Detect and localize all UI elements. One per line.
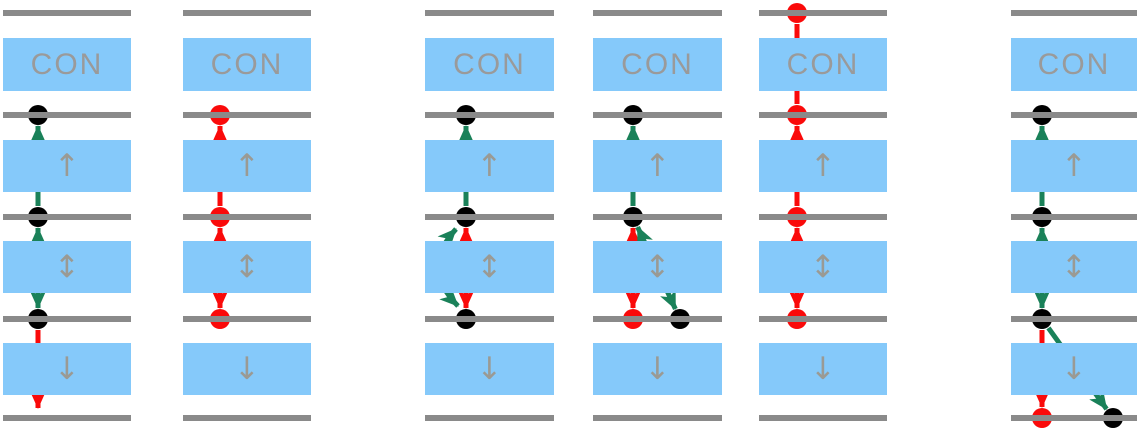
col2-spin-up-glyph: ↑ — [234, 147, 260, 184]
col3-spin-down-box: ↓ — [425, 343, 554, 395]
col4-spin-up-box: ↑ — [593, 140, 722, 192]
col5-level-rail-2 — [759, 214, 887, 220]
col5-spin-up-box: ↑ — [759, 140, 887, 192]
col2-spin-up-box: ↑ — [183, 140, 311, 192]
col1-spin-updown-glyph: ↕ — [54, 248, 80, 285]
col5-spin-updown-box: ↕ — [759, 241, 887, 293]
col4-top-rail — [593, 10, 722, 16]
col6-level-rail-3 — [1011, 316, 1137, 322]
col4-bottom-rail — [593, 415, 722, 421]
col2-spin-down-box: ↓ — [183, 343, 311, 395]
col2-level-rail-3 — [183, 316, 311, 322]
col6-spin-down-glyph: ↓ — [1061, 350, 1087, 387]
col2-spin-updown-box: ↕ — [183, 241, 311, 293]
col4-spin-updown-glyph: ↕ — [644, 248, 671, 285]
col1-spin-up-glyph: ↑ — [54, 147, 80, 184]
col1-spin-updown-box: ↕ — [3, 241, 131, 293]
col6-bottom-rail — [1011, 415, 1137, 421]
col4-contact-label: CON — [621, 47, 694, 81]
col4-level-rail-3 — [593, 316, 722, 322]
col5-top-rail — [759, 10, 887, 16]
col1-spin-up-box: ↑ — [3, 140, 131, 192]
col4-spin-down-box: ↓ — [593, 343, 722, 395]
col6-contact-box: CON — [1011, 38, 1137, 91]
col5-level-rail-3 — [759, 316, 887, 322]
col3-spin-updown-glyph: ↕ — [476, 248, 503, 285]
col2-level-rail-1 — [183, 112, 311, 118]
col3-top-rail — [425, 10, 554, 16]
col1-spin-down-glyph: ↓ — [54, 350, 80, 387]
col5-contact-label: CON — [786, 47, 860, 81]
col3-spin-up-box: ↑ — [425, 140, 554, 192]
col6-contact-label: CON — [1037, 47, 1111, 81]
col4-column: CON ↑ ↕ ↓ — [593, 0, 722, 431]
col4-spin-up-glyph: ↑ — [644, 147, 671, 184]
col3-spin-up-glyph: ↑ — [476, 147, 503, 184]
col5-bottom-rail — [759, 415, 887, 421]
col4-spin-down-glyph: ↓ — [644, 350, 671, 387]
col1-top-rail — [3, 10, 131, 16]
col1-column: CON ↑ ↕ ↓ — [3, 0, 131, 431]
col6-column: CON ↑ ↕ ↓ — [1011, 0, 1137, 431]
col2-bottom-rail — [183, 415, 311, 421]
col5-contact-box: CON — [759, 38, 887, 91]
col5-spin-updown-glyph: ↕ — [810, 248, 836, 285]
col3-level-rail-3 — [425, 316, 554, 322]
col4-level-rail-2 — [593, 214, 722, 220]
col5-level-rail-1 — [759, 112, 887, 118]
col1-spin-down-box: ↓ — [3, 343, 131, 395]
col5-spin-up-glyph: ↑ — [810, 147, 836, 184]
col3-contact-label: CON — [453, 47, 526, 81]
col2-spin-updown-glyph: ↕ — [234, 248, 260, 285]
col3-level-rail-2 — [425, 214, 554, 220]
col3-spin-updown-box: ↕ — [425, 241, 554, 293]
col5-column: CON ↑ ↕ ↓ — [759, 0, 887, 431]
col3-contact-box: CON — [425, 38, 554, 91]
col5-spin-down-box: ↓ — [759, 343, 887, 395]
col1-level-rail-1 — [3, 112, 131, 118]
col6-level-rail-2 — [1011, 214, 1137, 220]
col4-level-rail-1 — [593, 112, 722, 118]
col1-level-rail-2 — [3, 214, 131, 220]
col3-column: CON ↑ ↕ ↓ — [425, 0, 554, 431]
col3-spin-down-glyph: ↓ — [476, 350, 503, 387]
col6-spin-up-box: ↑ — [1011, 140, 1137, 192]
col6-spin-updown-glyph: ↕ — [1061, 248, 1087, 285]
col2-column: CON ↑ ↕ ↓ — [183, 0, 311, 431]
col6-top-rail — [1011, 10, 1137, 16]
col3-level-rail-1 — [425, 112, 554, 118]
col6-level-rail-1 — [1011, 112, 1137, 118]
col1-bottom-rail — [3, 415, 131, 421]
col2-contact-label: CON — [210, 47, 284, 81]
col2-level-rail-2 — [183, 214, 311, 220]
col5-spin-down-glyph: ↓ — [810, 350, 836, 387]
col6-spin-down-box: ↓ — [1011, 343, 1137, 395]
col1-contact-label: CON — [30, 47, 104, 81]
col2-top-rail — [183, 10, 311, 16]
col2-contact-box: CON — [183, 38, 311, 91]
col6-spin-updown-box: ↕ — [1011, 241, 1137, 293]
col1-contact-box: CON — [3, 38, 131, 91]
col4-spin-updown-box: ↕ — [593, 241, 722, 293]
col2-spin-down-glyph: ↓ — [234, 350, 260, 387]
col4-contact-box: CON — [593, 38, 722, 91]
col6-spin-up-glyph: ↑ — [1061, 147, 1087, 184]
col1-level-rail-3 — [3, 316, 131, 322]
col3-bottom-rail — [425, 415, 554, 421]
